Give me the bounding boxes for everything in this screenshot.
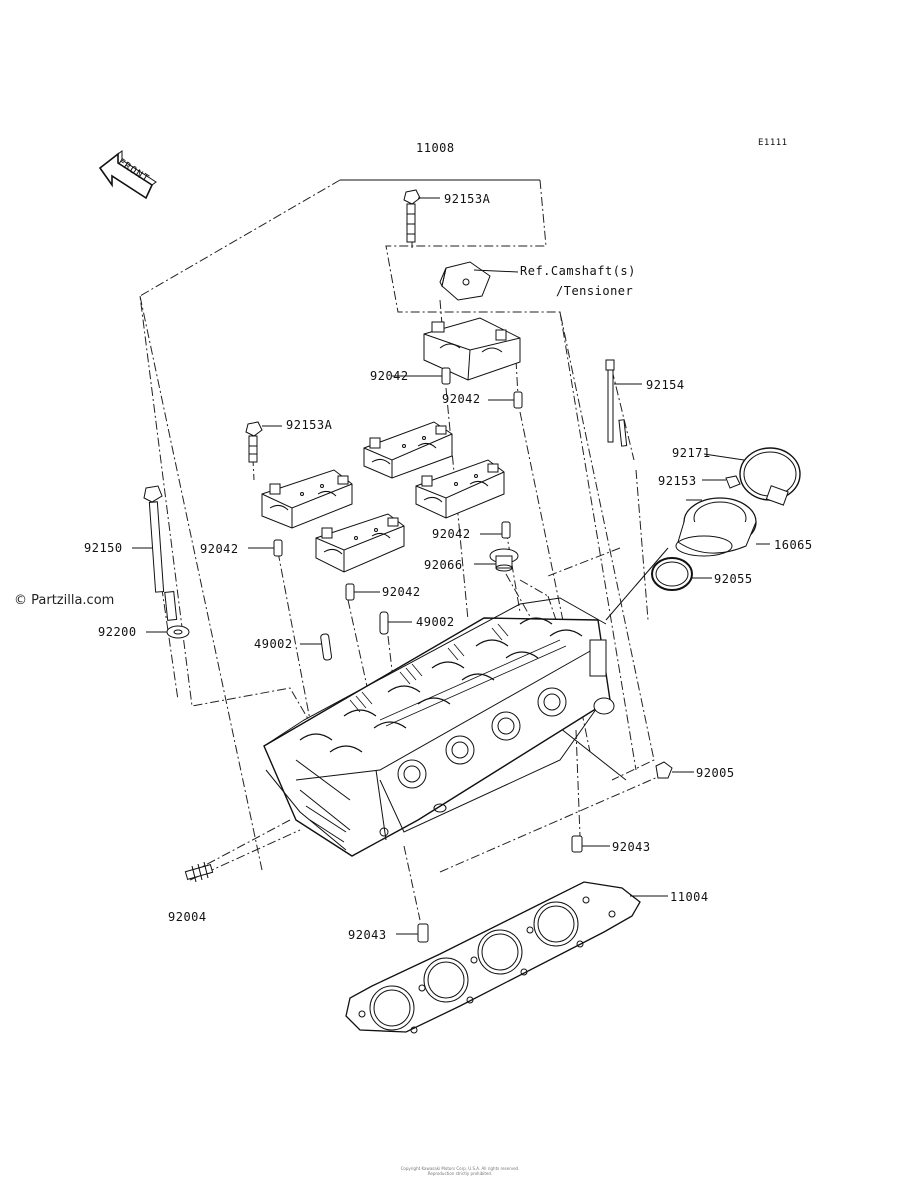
solid-outline bbox=[340, 179, 669, 781]
clamp-92171 bbox=[703, 447, 801, 506]
ref-tensioner-label[interactable]: /Tensioner bbox=[556, 284, 634, 298]
part-label-11008[interactable]: 11008 bbox=[416, 141, 455, 155]
bolt-92150 bbox=[132, 485, 178, 621]
plug-92005 bbox=[655, 761, 694, 779]
camshaft-cap-right-1 bbox=[363, 421, 453, 479]
camshaft-cap-top bbox=[423, 317, 521, 381]
dowel-92043 bbox=[396, 835, 610, 943]
camshaft-cap-right-2 bbox=[415, 459, 505, 519]
stud-92004 bbox=[184, 861, 214, 883]
bolt-92154 bbox=[605, 359, 642, 447]
part-label-16065[interactable]: 16065 bbox=[774, 538, 813, 552]
part-label-92154[interactable]: 92154 bbox=[646, 378, 685, 392]
camshaft-cap-left-1 bbox=[261, 469, 353, 529]
part-label-11004[interactable]: 11004 bbox=[670, 890, 709, 904]
part-label-92043-a[interactable]: 92043 bbox=[612, 840, 651, 854]
front-arrow-icon: FRONT bbox=[98, 150, 157, 200]
part-label-92153a-left[interactable]: 92153A bbox=[286, 418, 333, 432]
copyright-line-1: Copyright Kawasaki Motors Corp. U.S.A. A… bbox=[400, 1166, 520, 1171]
part-label-92055[interactable]: 92055 bbox=[714, 572, 753, 586]
part-label-92004[interactable]: 92004 bbox=[168, 910, 207, 924]
part-label-49002-a[interactable]: 49002 bbox=[254, 637, 293, 651]
washer-92200 bbox=[146, 625, 190, 639]
camshaft-cap-left-2 bbox=[315, 513, 405, 573]
gasket-11004 bbox=[345, 881, 668, 1034]
part-label-92171[interactable]: 92171 bbox=[672, 446, 711, 460]
part-label-92042-c[interactable]: 92042 bbox=[200, 542, 239, 556]
bolt-92153a-left bbox=[245, 421, 282, 463]
part-label-92043-b[interactable]: 92043 bbox=[348, 928, 387, 942]
bolt-92153a-top bbox=[403, 189, 440, 243]
assembly-outline bbox=[139, 179, 661, 921]
part-label-92042-d[interactable]: 92042 bbox=[432, 527, 471, 541]
part-label-92153a-top[interactable]: 92153A bbox=[444, 192, 491, 206]
o-ring-92055 bbox=[651, 557, 712, 591]
part-label-92153[interactable]: 92153 bbox=[658, 474, 697, 488]
part-label-92200[interactable]: 92200 bbox=[98, 625, 137, 639]
part-label-92042-a[interactable]: 92042 bbox=[370, 369, 409, 383]
plug-92066 bbox=[474, 548, 519, 572]
tensioner-bracket bbox=[439, 261, 519, 301]
screw-92153 bbox=[702, 475, 741, 489]
part-label-92042-b[interactable]: 92042 bbox=[442, 392, 481, 406]
part-label-92042-e[interactable]: 92042 bbox=[382, 585, 421, 599]
watermark: © Partzilla.com bbox=[14, 593, 115, 608]
cylinder-head bbox=[263, 597, 615, 857]
holder-16065 bbox=[675, 497, 770, 557]
ref-camshaft-label[interactable]: Ref.Camshaft(s) bbox=[520, 264, 636, 278]
part-label-49002-b[interactable]: 49002 bbox=[416, 615, 455, 629]
diagram-code: E1111 bbox=[758, 138, 788, 148]
part-label-92066[interactable]: 92066 bbox=[424, 558, 463, 572]
copyright-line-2: Reproduction strictly prohibited. bbox=[427, 1171, 493, 1176]
part-label-92150[interactable]: 92150 bbox=[84, 541, 123, 555]
valve-parts-49002 bbox=[300, 611, 412, 661]
copyright-notice: Copyright Kawasaki Motors Corp. U.S.A. A… bbox=[300, 1166, 620, 1176]
part-label-92005[interactable]: 92005 bbox=[696, 766, 735, 780]
dowel-pins bbox=[248, 367, 523, 601]
